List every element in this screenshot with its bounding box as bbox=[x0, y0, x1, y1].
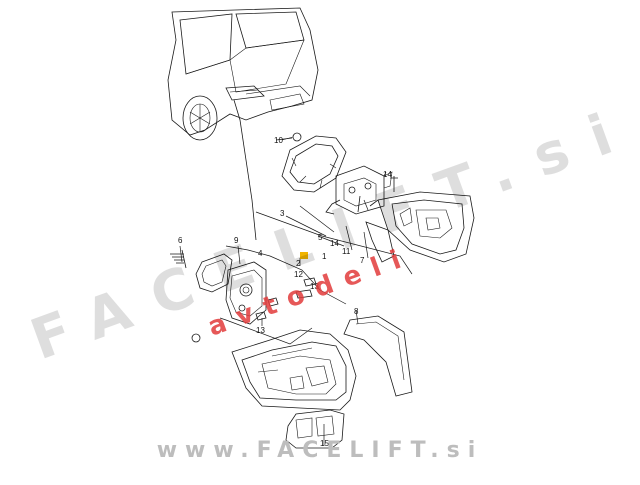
callout-4: 4 bbox=[258, 249, 263, 258]
car-rear-illustration bbox=[167, 7, 319, 241]
highlight-marker bbox=[300, 252, 308, 259]
gasket-lower bbox=[195, 253, 233, 293]
callout-14b: 14 bbox=[330, 239, 339, 248]
callout-2: 2 bbox=[296, 259, 301, 268]
callout-6: 6 bbox=[178, 236, 183, 245]
fasteners bbox=[170, 176, 398, 343]
callout-15: 15 bbox=[320, 439, 329, 448]
callout-13b: 13 bbox=[256, 326, 265, 335]
callout-12: 12 bbox=[294, 270, 303, 279]
callout-5: 5 bbox=[318, 233, 323, 242]
watermark-main: FACELIFT.si bbox=[23, 94, 640, 374]
callout-14a: 14 bbox=[383, 170, 392, 179]
callout-10: 10 bbox=[274, 136, 283, 145]
watermark-footer: www.FACELIFT.si bbox=[156, 438, 484, 463]
callout-11: 11 bbox=[342, 247, 351, 256]
leader-lines bbox=[179, 137, 413, 446]
mount-bracket bbox=[325, 165, 393, 215]
callout-3: 3 bbox=[280, 209, 285, 218]
bulb-holder-plate bbox=[225, 261, 267, 325]
callout-labels: 10 14 3 5 1 14 11 7 6 9 4 2 12 13 13 8 1… bbox=[178, 136, 392, 448]
callout-7: 7 bbox=[360, 256, 365, 265]
tail-light-lower bbox=[231, 329, 357, 411]
lower-mount-bracket bbox=[285, 409, 345, 449]
inner-trim-panel bbox=[343, 315, 413, 397]
callout-1: 1 bbox=[322, 252, 327, 261]
callout-13a: 13 bbox=[310, 282, 319, 291]
tail-light-upper bbox=[365, 191, 475, 263]
callout-9: 9 bbox=[234, 236, 239, 245]
callout-8: 8 bbox=[354, 307, 359, 316]
